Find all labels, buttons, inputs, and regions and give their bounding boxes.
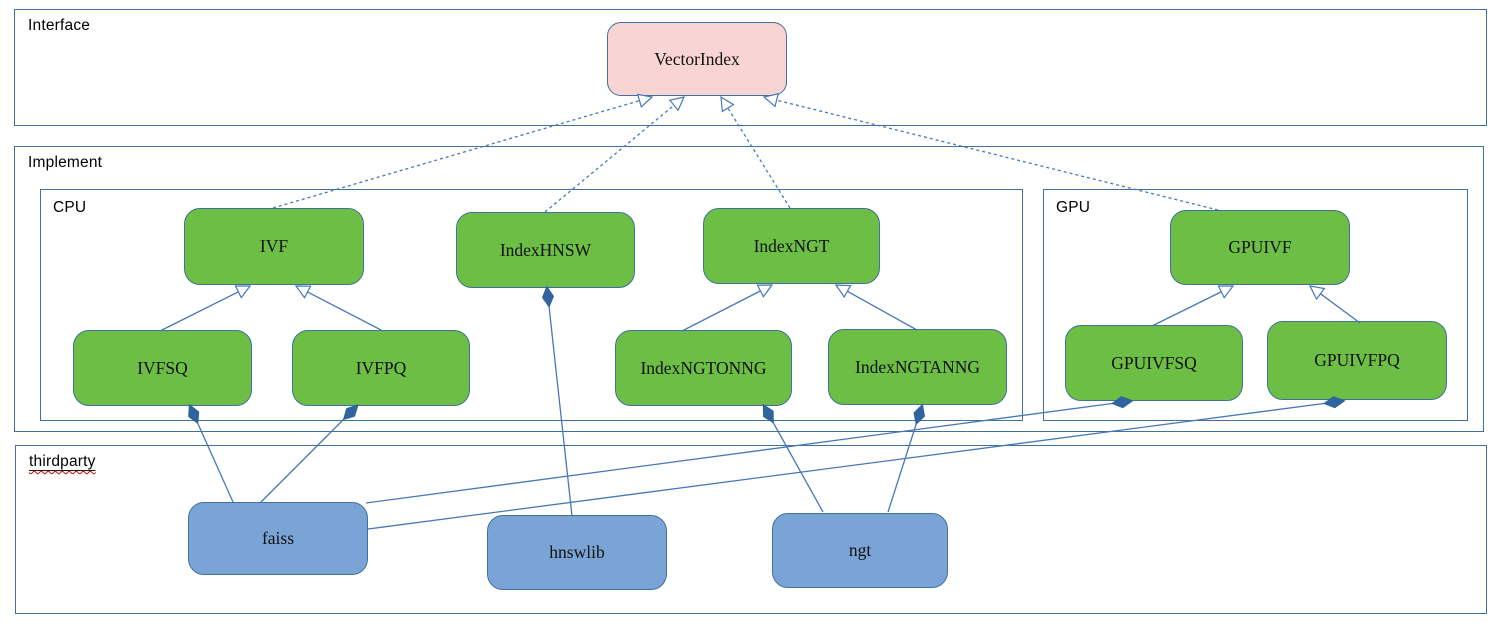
container-interface-label: Interface (28, 17, 91, 34)
node-indexngtanng-label: IndexNGTANNG (855, 356, 980, 377)
node-indexngtonng: IndexNGTONNG (615, 330, 792, 406)
container-implement-label: Implement (28, 154, 103, 171)
node-gpuivfsq: GPUIVFSQ (1065, 325, 1243, 401)
node-hnswlib-label: hnswlib (549, 542, 605, 562)
container-thirdparty-label: thirdparty (29, 453, 96, 471)
node-ivfpq-label: IVFPQ (355, 357, 407, 378)
node-gpuivfsq-label: GPUIVFSQ (1111, 352, 1197, 373)
node-vectorindex-label: VectorIndex (654, 48, 740, 69)
node-faiss: faiss (188, 502, 368, 575)
node-indexngtanng: IndexNGTANNG (828, 329, 1007, 405)
node-indexhnsw-label: IndexHNSW (499, 239, 592, 260)
node-ivfsq-label: IVFSQ (137, 357, 188, 378)
node-gpuivfpq-label: GPUIVFPQ (1314, 350, 1400, 370)
node-hnswlib: hnswlib (487, 515, 667, 590)
node-indexngt-label: IndexNGT (753, 235, 830, 256)
container-gpu-label: GPU (1056, 199, 1091, 216)
node-indexngt: IndexNGT (703, 208, 880, 284)
node-gpuivf-label: GPUIVF (1228, 237, 1292, 257)
node-indexhnsw: IndexHNSW (456, 212, 635, 288)
node-faiss-label: faiss (261, 528, 295, 548)
node-ivf: IVF (184, 208, 364, 285)
container-cpu-label: CPU (53, 199, 87, 216)
node-ngt: ngt (772, 513, 948, 588)
node-indexngtonng-label: IndexNGTONNG (640, 357, 767, 378)
node-ivfpq: IVFPQ (292, 330, 470, 406)
node-vectorindex: VectorIndex (607, 22, 787, 96)
node-gpuivf: GPUIVF (1170, 210, 1350, 285)
node-gpuivfpq: GPUIVFPQ (1267, 321, 1447, 400)
node-ivf-label: IVF (259, 236, 289, 256)
container-thirdparty-text: thirdparty (29, 453, 96, 470)
node-ivfsq: IVFSQ (73, 330, 252, 406)
node-ngt-label: ngt (848, 540, 872, 560)
